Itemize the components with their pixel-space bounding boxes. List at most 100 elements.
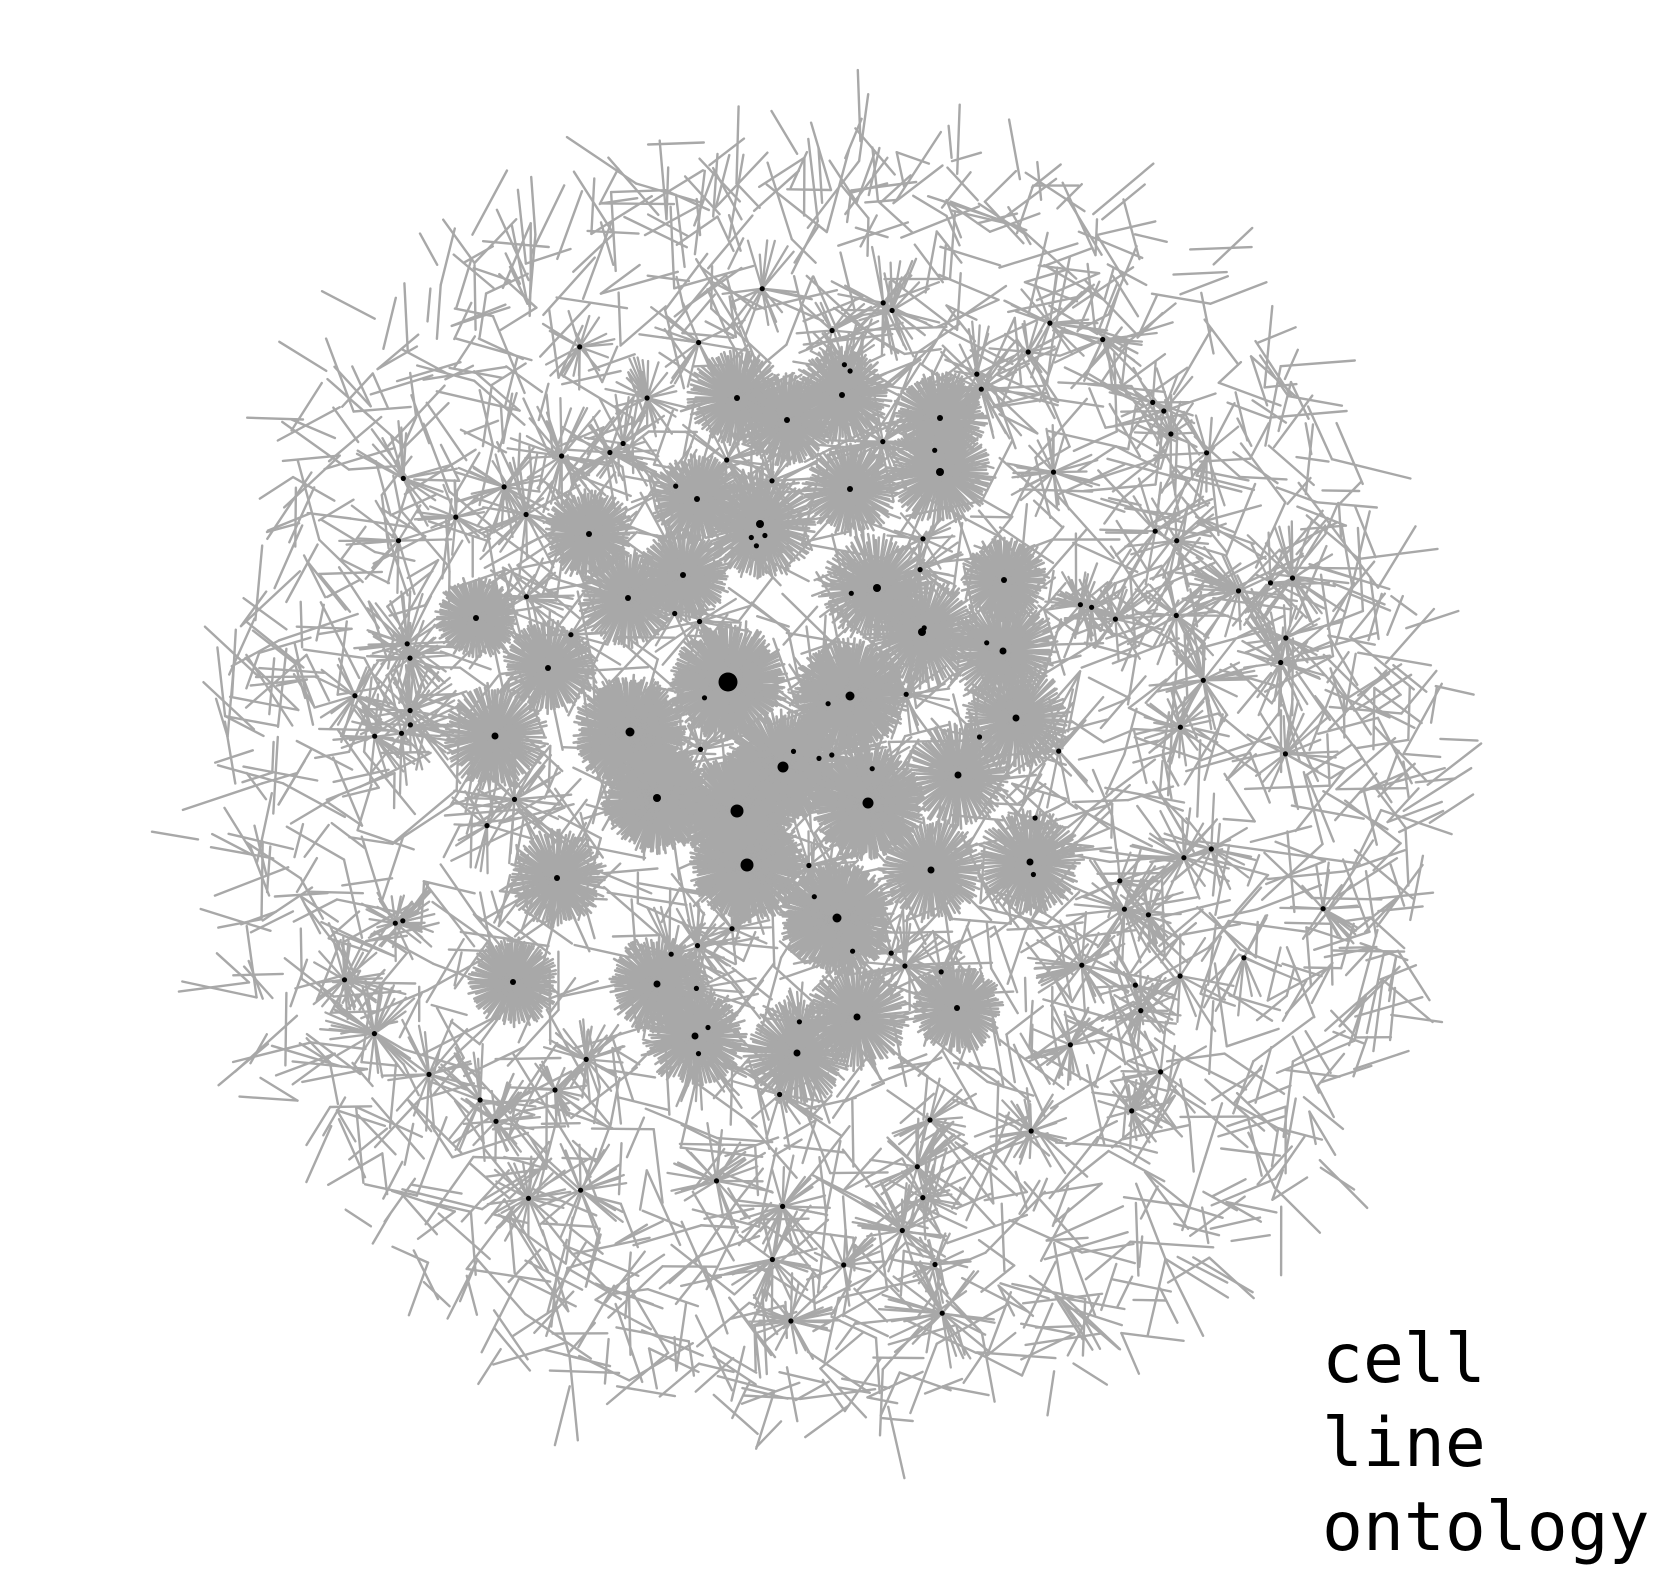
graph-edge bbox=[356, 537, 400, 542]
graph-edge bbox=[368, 735, 376, 784]
graph-edge bbox=[975, 325, 990, 376]
graph-edge bbox=[291, 1060, 369, 1071]
graph-edge bbox=[1043, 396, 1105, 408]
graph-edge bbox=[422, 365, 508, 381]
graph-edge bbox=[1206, 919, 1218, 986]
graph-edge bbox=[975, 324, 981, 376]
graph-edge bbox=[1101, 338, 1144, 343]
graph-edge bbox=[932, 931, 963, 954]
graph-edge bbox=[1034, 283, 1052, 325]
graph-edge bbox=[785, 631, 854, 646]
graph-edge bbox=[543, 1162, 582, 1196]
graph-edge bbox=[1386, 800, 1444, 824]
graph-edge bbox=[941, 1312, 952, 1369]
graph-edge bbox=[1080, 964, 1087, 1017]
graph-edge bbox=[376, 333, 420, 371]
graph-edge bbox=[1104, 753, 1126, 795]
graph-edge bbox=[1364, 870, 1378, 938]
graph-edge bbox=[1284, 714, 1331, 756]
graph-edge bbox=[1131, 1009, 1142, 1048]
graph-edge bbox=[1043, 1247, 1084, 1261]
graph-edge bbox=[735, 1167, 764, 1203]
graph-edge bbox=[1023, 319, 1030, 354]
graph-edge bbox=[431, 900, 490, 943]
graph-edge bbox=[1407, 685, 1412, 742]
graph-edge bbox=[363, 1183, 419, 1197]
graph-edge bbox=[525, 557, 544, 598]
graph-edge bbox=[1028, 321, 1052, 361]
graph-edge bbox=[1376, 525, 1417, 589]
graph-edge bbox=[675, 215, 719, 247]
graph-edge bbox=[1284, 636, 1308, 652]
graph-edge bbox=[1093, 617, 1117, 650]
graph-edge bbox=[1057, 719, 1087, 753]
graph-edge bbox=[1120, 1331, 1185, 1343]
graph-edge bbox=[337, 566, 380, 630]
graph-edge bbox=[444, 515, 457, 542]
graph-edge bbox=[1242, 916, 1268, 959]
graph-edge bbox=[608, 419, 622, 454]
graph-edge bbox=[502, 485, 541, 493]
graph-edge bbox=[1106, 457, 1189, 482]
graph-edge bbox=[1195, 522, 1255, 545]
graph-edge bbox=[851, 1099, 855, 1168]
graph-edge bbox=[608, 440, 647, 454]
graph-edge bbox=[528, 417, 563, 458]
graph-edge bbox=[1069, 1006, 1090, 1046]
graph-edge bbox=[918, 534, 954, 571]
graph-edge bbox=[1329, 922, 1334, 986]
graph-edge bbox=[238, 1095, 299, 1102]
graph-edge bbox=[1114, 617, 1120, 662]
graph-edge bbox=[524, 513, 560, 546]
graph-edge bbox=[1111, 995, 1150, 1073]
graph-edge bbox=[971, 320, 978, 376]
graph-edge bbox=[1243, 784, 1331, 791]
graph-edge bbox=[819, 301, 834, 332]
graph-edge bbox=[351, 365, 372, 408]
graph-edge bbox=[1114, 580, 1127, 621]
graph-edge bbox=[1164, 1258, 1205, 1338]
graph-edge bbox=[328, 1060, 340, 1106]
graph-edge bbox=[1203, 545, 1240, 593]
graph-edge bbox=[697, 318, 746, 344]
graph-edge bbox=[477, 337, 525, 361]
graph-edge bbox=[607, 156, 660, 217]
graph-edge bbox=[327, 910, 361, 940]
graph-edge bbox=[465, 765, 488, 835]
graph-edge bbox=[585, 1058, 613, 1092]
graph-edge bbox=[1109, 961, 1137, 987]
graph-edge bbox=[809, 121, 833, 192]
graph-edge bbox=[955, 1323, 966, 1356]
graph-edge bbox=[835, 1320, 858, 1351]
graph-edge bbox=[1242, 956, 1262, 998]
graph-edge bbox=[1083, 338, 1104, 383]
graph-edge bbox=[905, 693, 920, 726]
graph-edge bbox=[1046, 749, 1060, 809]
graph-edge bbox=[1080, 964, 1097, 1004]
graph-edge bbox=[1132, 495, 1157, 533]
graph-edge bbox=[905, 1196, 924, 1236]
graph-edge bbox=[1127, 1083, 1133, 1113]
graph-edge bbox=[1003, 299, 1052, 325]
graph-edge bbox=[1042, 1182, 1103, 1195]
graph-edge bbox=[1316, 716, 1380, 735]
graph-edge bbox=[909, 1342, 938, 1415]
graph-edge bbox=[528, 233, 537, 308]
graph-edge bbox=[1154, 501, 1211, 533]
graph-edge bbox=[1324, 979, 1384, 1032]
graph-edge bbox=[901, 1229, 914, 1263]
graph-edge bbox=[1084, 1240, 1132, 1281]
graph-edge bbox=[871, 146, 880, 203]
graph-edge bbox=[837, 1278, 923, 1300]
graph-edge bbox=[364, 707, 412, 712]
graph-edge bbox=[1153, 721, 1182, 729]
graph-edge bbox=[293, 822, 305, 859]
graph-edge bbox=[1283, 921, 1333, 925]
graph-edge bbox=[562, 1244, 640, 1278]
graph-edge bbox=[1210, 847, 1222, 887]
graph-edge bbox=[1147, 893, 1175, 916]
graph-edge bbox=[507, 563, 528, 598]
graph-edge bbox=[1052, 435, 1065, 474]
graph-edge bbox=[541, 322, 581, 349]
graph-edge bbox=[373, 1032, 408, 1078]
